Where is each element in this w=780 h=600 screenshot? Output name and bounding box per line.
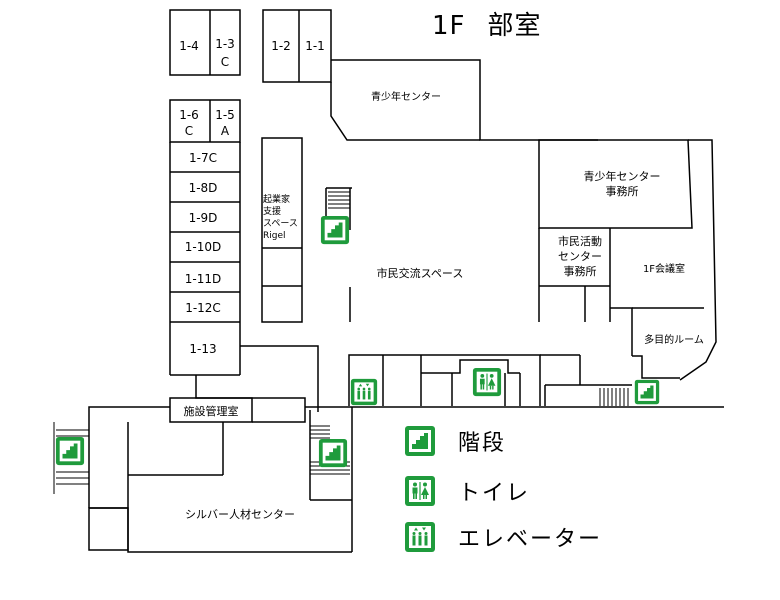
stairs-icon bbox=[318, 438, 348, 468]
room-1-6-label: 1-6 bbox=[179, 108, 199, 122]
civic-office-label-1: 市民活動 bbox=[558, 234, 602, 248]
room-1-2-label: 1-2 bbox=[271, 39, 291, 53]
legend-stairs-label: 階段 bbox=[458, 431, 507, 456]
facility-labels: 青少年センター 青少年センター 事務所 市民活動 センター 事務所 1F会議室 … bbox=[184, 90, 704, 521]
legend-elevator: エレベーター bbox=[404, 520, 602, 554]
room-1-13-label: 1-13 bbox=[189, 342, 216, 356]
room-1-3-sub-label: C bbox=[221, 55, 229, 69]
silver-center-label: シルバー人材センター bbox=[185, 507, 295, 521]
rigel-label-2: 支援 bbox=[263, 205, 281, 217]
stair-hatching bbox=[53, 191, 629, 494]
room-1-11-label: 1-11D bbox=[185, 272, 221, 286]
room-1-9-label: 1-9D bbox=[189, 211, 218, 225]
rigel-label-1: 起業家 bbox=[263, 193, 290, 205]
meeting-room-label: 1F会議室 bbox=[643, 262, 685, 275]
toilet-icon bbox=[404, 475, 436, 507]
room-1-5-label: 1-5 bbox=[215, 108, 235, 122]
stairs-icon bbox=[634, 379, 660, 405]
stairs-icon bbox=[320, 215, 350, 245]
toilet-icon bbox=[472, 367, 502, 397]
floor-number: 1F bbox=[432, 11, 466, 41]
room-1-8-label: 1-8D bbox=[189, 181, 218, 195]
floor-name: 部室 bbox=[487, 11, 542, 41]
rigel-label-3: スペース bbox=[263, 219, 298, 229]
room-1-1-label: 1-1 bbox=[305, 39, 325, 53]
legend-elevator-label: エレベーター bbox=[458, 527, 603, 552]
room-1-3-label: 1-3 bbox=[215, 37, 235, 51]
floor-title: 1F 部室 bbox=[432, 5, 542, 42]
youth-center-label: 青少年センター bbox=[371, 90, 441, 103]
room-1-4-label: 1-4 bbox=[179, 39, 199, 53]
legend-toilet: トイレ bbox=[404, 474, 530, 508]
facility-management-label: 施設管理室 bbox=[184, 404, 239, 418]
room-1-10-label: 1-10D bbox=[185, 240, 221, 254]
stairs-icon bbox=[405, 426, 435, 456]
civic-office-label-3: 事務所 bbox=[564, 264, 597, 278]
legend-stairs: 階段 bbox=[404, 424, 506, 458]
youth-office-label-1: 青少年センター bbox=[584, 169, 661, 183]
rigel-label-4: Rigel bbox=[263, 231, 286, 241]
walls bbox=[88, 9, 724, 553]
room-1-7-label: 1-7C bbox=[189, 151, 217, 165]
elevator-icon bbox=[350, 378, 378, 406]
multipurpose-room-label: 多目的ルーム bbox=[644, 333, 704, 346]
exchange-space-label: 市民交流スペース bbox=[377, 266, 464, 280]
elevator-icon bbox=[405, 522, 435, 552]
room-labels: 1-4 1-3 C 1-2 1-1 1-6 C 1-5 A 1-7C 1-8D … bbox=[179, 37, 325, 356]
youth-office-label-2: 事務所 bbox=[606, 184, 639, 198]
room-1-5-sub-label: A bbox=[221, 124, 230, 138]
legend-toilet-label: トイレ bbox=[458, 481, 531, 506]
room-1-6-sub-label: C bbox=[185, 124, 193, 138]
civic-office-label-2: センター bbox=[558, 250, 602, 263]
room-1-12-label: 1-12C bbox=[185, 301, 221, 315]
stairs-icon bbox=[55, 436, 85, 466]
